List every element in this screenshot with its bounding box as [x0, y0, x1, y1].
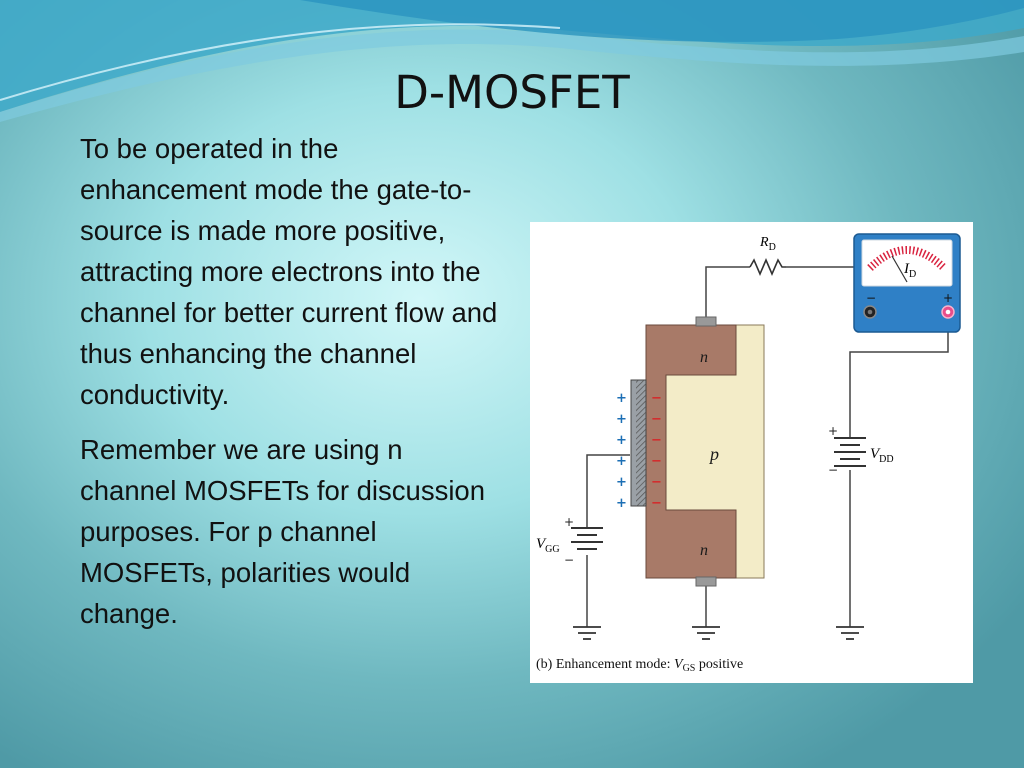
slide-body: To be operated in the enhancement mode t… [80, 128, 500, 648]
vdd-battery: + − VDD [828, 424, 894, 477]
svg-text:−: − [651, 454, 662, 469]
vgg-battery: + − VGG [536, 515, 603, 567]
svg-text:+: + [616, 475, 627, 490]
svg-text:−: − [828, 463, 838, 477]
meter-plus-sign: + [943, 291, 953, 305]
svg-text:+: + [828, 424, 838, 438]
svg-text:−: − [651, 475, 662, 490]
source-n-label: n [700, 542, 708, 559]
gate-wire [586, 454, 630, 527]
ground-symbols [573, 626, 864, 640]
meter-minus-sign: − [866, 291, 876, 305]
paragraph-polarity: Remember we are using n channel MOSFETs … [80, 434, 486, 629]
ammeter: ID − + [853, 233, 961, 333]
gate-charges: + + + + + + [616, 391, 627, 511]
svg-text:−: − [651, 412, 662, 427]
svg-text:−: − [651, 496, 662, 511]
drain-n-label: n [700, 349, 708, 366]
svg-text:−: − [651, 433, 662, 448]
drain-terminal [695, 316, 717, 327]
svg-text:−: − [651, 391, 662, 406]
svg-text:+: + [616, 412, 627, 427]
slide-title: D-MOSFET [394, 66, 630, 119]
vgg-label: VGG [536, 536, 560, 555]
meter-label: ID [903, 261, 916, 280]
mosfet-structure: n n p [630, 316, 765, 587]
mosfet-circuit-figure: RD ID − + + − VDD [530, 222, 973, 683]
resistor-rd [749, 257, 786, 277]
svg-text:+: + [616, 454, 627, 469]
header-wave-decoration [0, 0, 1024, 122]
drain-wire [705, 266, 750, 318]
n-regions [645, 324, 737, 579]
svg-text:+: + [616, 433, 627, 448]
figure-caption: (b) Enhancement mode: VGS positive [536, 657, 743, 674]
svg-text:−: − [564, 553, 574, 567]
svg-text:+: + [616, 496, 627, 511]
channel-charges: − − − − − − [651, 391, 662, 511]
circuit-diagram: RD ID − + + − VDD [536, 233, 961, 674]
vdd-label: VDD [870, 446, 894, 465]
rd-label: RD [759, 235, 776, 253]
substrate-p-label: p [708, 444, 719, 464]
svg-text:+: + [564, 515, 574, 529]
svg-text:+: + [616, 391, 627, 406]
paragraph-enhancement: To be operated in the enhancement mode t… [80, 133, 498, 410]
source-terminal [695, 576, 717, 587]
